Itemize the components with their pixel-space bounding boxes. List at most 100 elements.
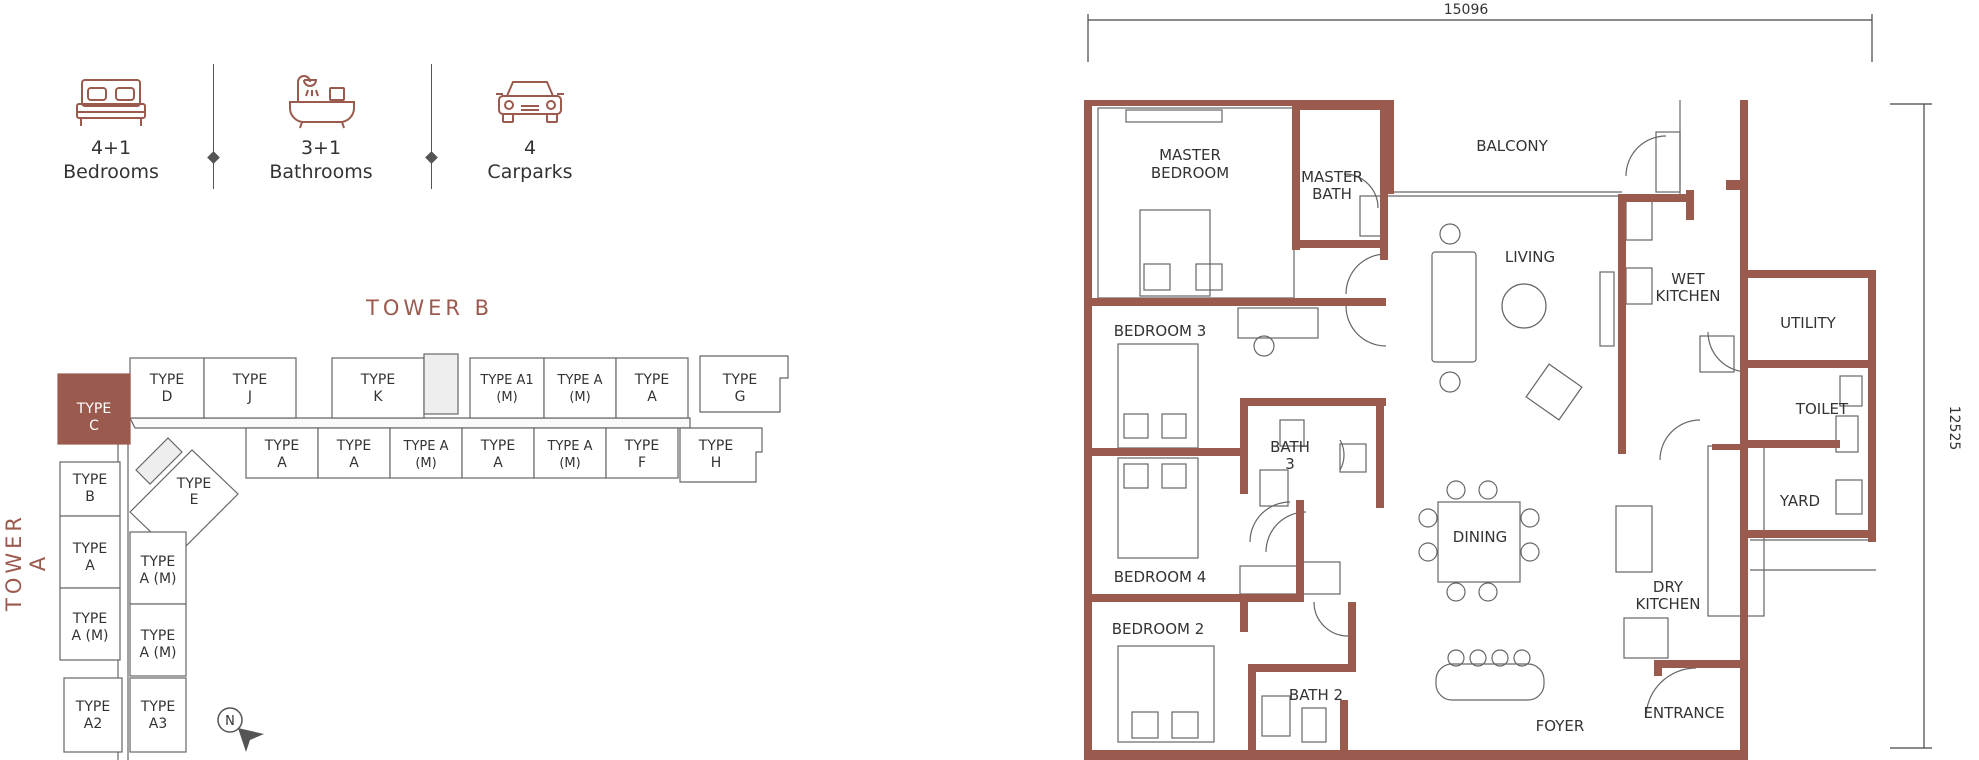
unit-type-a-m[interactable]: TYPE A(M) [533, 427, 607, 479]
svg-text:H: H [711, 455, 722, 471]
bathrooms-label: Bathrooms [269, 161, 373, 183]
svg-text:TYPE: TYPE [624, 438, 659, 454]
bathtub-icon [289, 75, 355, 129]
unit-type-c-selected[interactable]: TYPE C [57, 373, 131, 445]
svg-text:TYPE: TYPE [176, 476, 211, 492]
unit-type-e[interactable]: TYPE E [129, 449, 239, 557]
svg-text:J: J [247, 389, 252, 405]
svg-text:TYPE A1: TYPE A1 [479, 373, 533, 388]
bedrooms-label: Bedrooms [63, 161, 159, 183]
dimension-width: 15096 [1444, 2, 1489, 18]
svg-text:TYPE: TYPE [140, 699, 175, 715]
svg-text:A: A [277, 455, 287, 471]
room-toilet: TOILET [1795, 400, 1849, 418]
car-icon [496, 81, 564, 123]
svg-text:TYPE: TYPE [232, 372, 267, 388]
svg-text:TYPE: TYPE [72, 472, 107, 488]
walls [1084, 100, 1876, 760]
unit-type-a-m[interactable]: TYPE A (M) [389, 427, 463, 479]
room-yard: YARD [1779, 492, 1820, 510]
svg-text:TYPE: TYPE [360, 372, 395, 388]
divider-diamond [207, 151, 220, 164]
feature-carparks: 4 Carparks [455, 72, 605, 184]
room-master-bath: MASTER [1301, 168, 1363, 186]
svg-text:N: N [225, 714, 235, 729]
svg-text:D: D [162, 389, 173, 405]
svg-text:TYPE: TYPE [480, 438, 515, 454]
svg-text:TYPE: TYPE [698, 438, 733, 454]
room-utility: UTILITY [1780, 314, 1837, 332]
svg-text:A (M): A (M) [139, 571, 176, 587]
svg-text:TYPE: TYPE [75, 699, 110, 715]
svg-text:G: G [735, 389, 746, 405]
room-entrance: ENTRANCE [1643, 704, 1724, 722]
svg-text:A2: A2 [84, 716, 102, 732]
bedrooms-count: 4+1 [90, 137, 132, 159]
svg-text:TYPE A: TYPE A [557, 373, 603, 388]
room-bath-3: 3 [1285, 455, 1295, 473]
divider [431, 64, 432, 189]
room-dry-kitchen: KITCHEN [1636, 595, 1701, 613]
svg-text:(M): (M) [569, 390, 590, 405]
room-foyer: FOYER [1536, 717, 1585, 735]
room-wet-kitchen: KITCHEN [1656, 287, 1721, 305]
svg-text:A: A [493, 455, 503, 471]
room-dry-kitchen: DRY [1653, 578, 1684, 596]
svg-text:B: B [85, 489, 95, 505]
svg-text:TYPE: TYPE [140, 628, 175, 644]
room-bath-2: BATH 2 [1289, 686, 1343, 704]
room-bedroom-2: BEDROOM 2 [1112, 620, 1205, 638]
room-bath-3: BATH [1270, 438, 1310, 456]
bathrooms-count: 3+1 [300, 137, 342, 159]
svg-text:(M): (M) [496, 390, 517, 405]
svg-text:TYPE: TYPE [76, 401, 111, 417]
svg-text:A (M): A (M) [71, 628, 108, 644]
room-wet-kitchen: WET [1671, 270, 1705, 288]
feature-bathrooms: 3+1 Bathrooms [246, 72, 396, 184]
room-living: LIVING [1505, 248, 1555, 266]
svg-text:TYPE: TYPE [336, 438, 371, 454]
divider-diamond [425, 151, 438, 164]
room-balcony: BALCONY [1476, 137, 1548, 155]
svg-text:TYPE: TYPE [634, 372, 669, 388]
room-master-bedroom: BEDROOM [1151, 164, 1229, 182]
svg-text:(M): (M) [415, 456, 436, 471]
unit-type-a-m[interactable]: TYPE A (M) [543, 357, 617, 419]
dimension-height: 12525 [1946, 406, 1962, 451]
svg-text:TYPE A: TYPE A [547, 439, 593, 454]
floor-plan: 15096 12525 [1084, 2, 1962, 760]
svg-text:TYPE A: TYPE A [403, 439, 449, 454]
room-master-bedroom: MASTER [1159, 146, 1221, 164]
carparks-count: 4 [523, 137, 537, 159]
svg-text:TYPE: TYPE [72, 611, 107, 627]
bed-icon [76, 79, 146, 126]
room-bedroom-4: BEDROOM 4 [1114, 568, 1207, 586]
unit-type-a1-m[interactable]: TYPE A1 (M) [469, 357, 545, 419]
svg-text:C: C [89, 418, 99, 434]
svg-text:TYPE: TYPE [72, 541, 107, 557]
room-bedroom-3: BEDROOM 3 [1114, 322, 1207, 340]
divider [213, 64, 214, 189]
svg-text:E: E [190, 492, 199, 508]
tower-b-label: TOWER B [366, 296, 494, 320]
svg-text:TYPE: TYPE [149, 372, 184, 388]
svg-text:A3: A3 [149, 716, 167, 732]
